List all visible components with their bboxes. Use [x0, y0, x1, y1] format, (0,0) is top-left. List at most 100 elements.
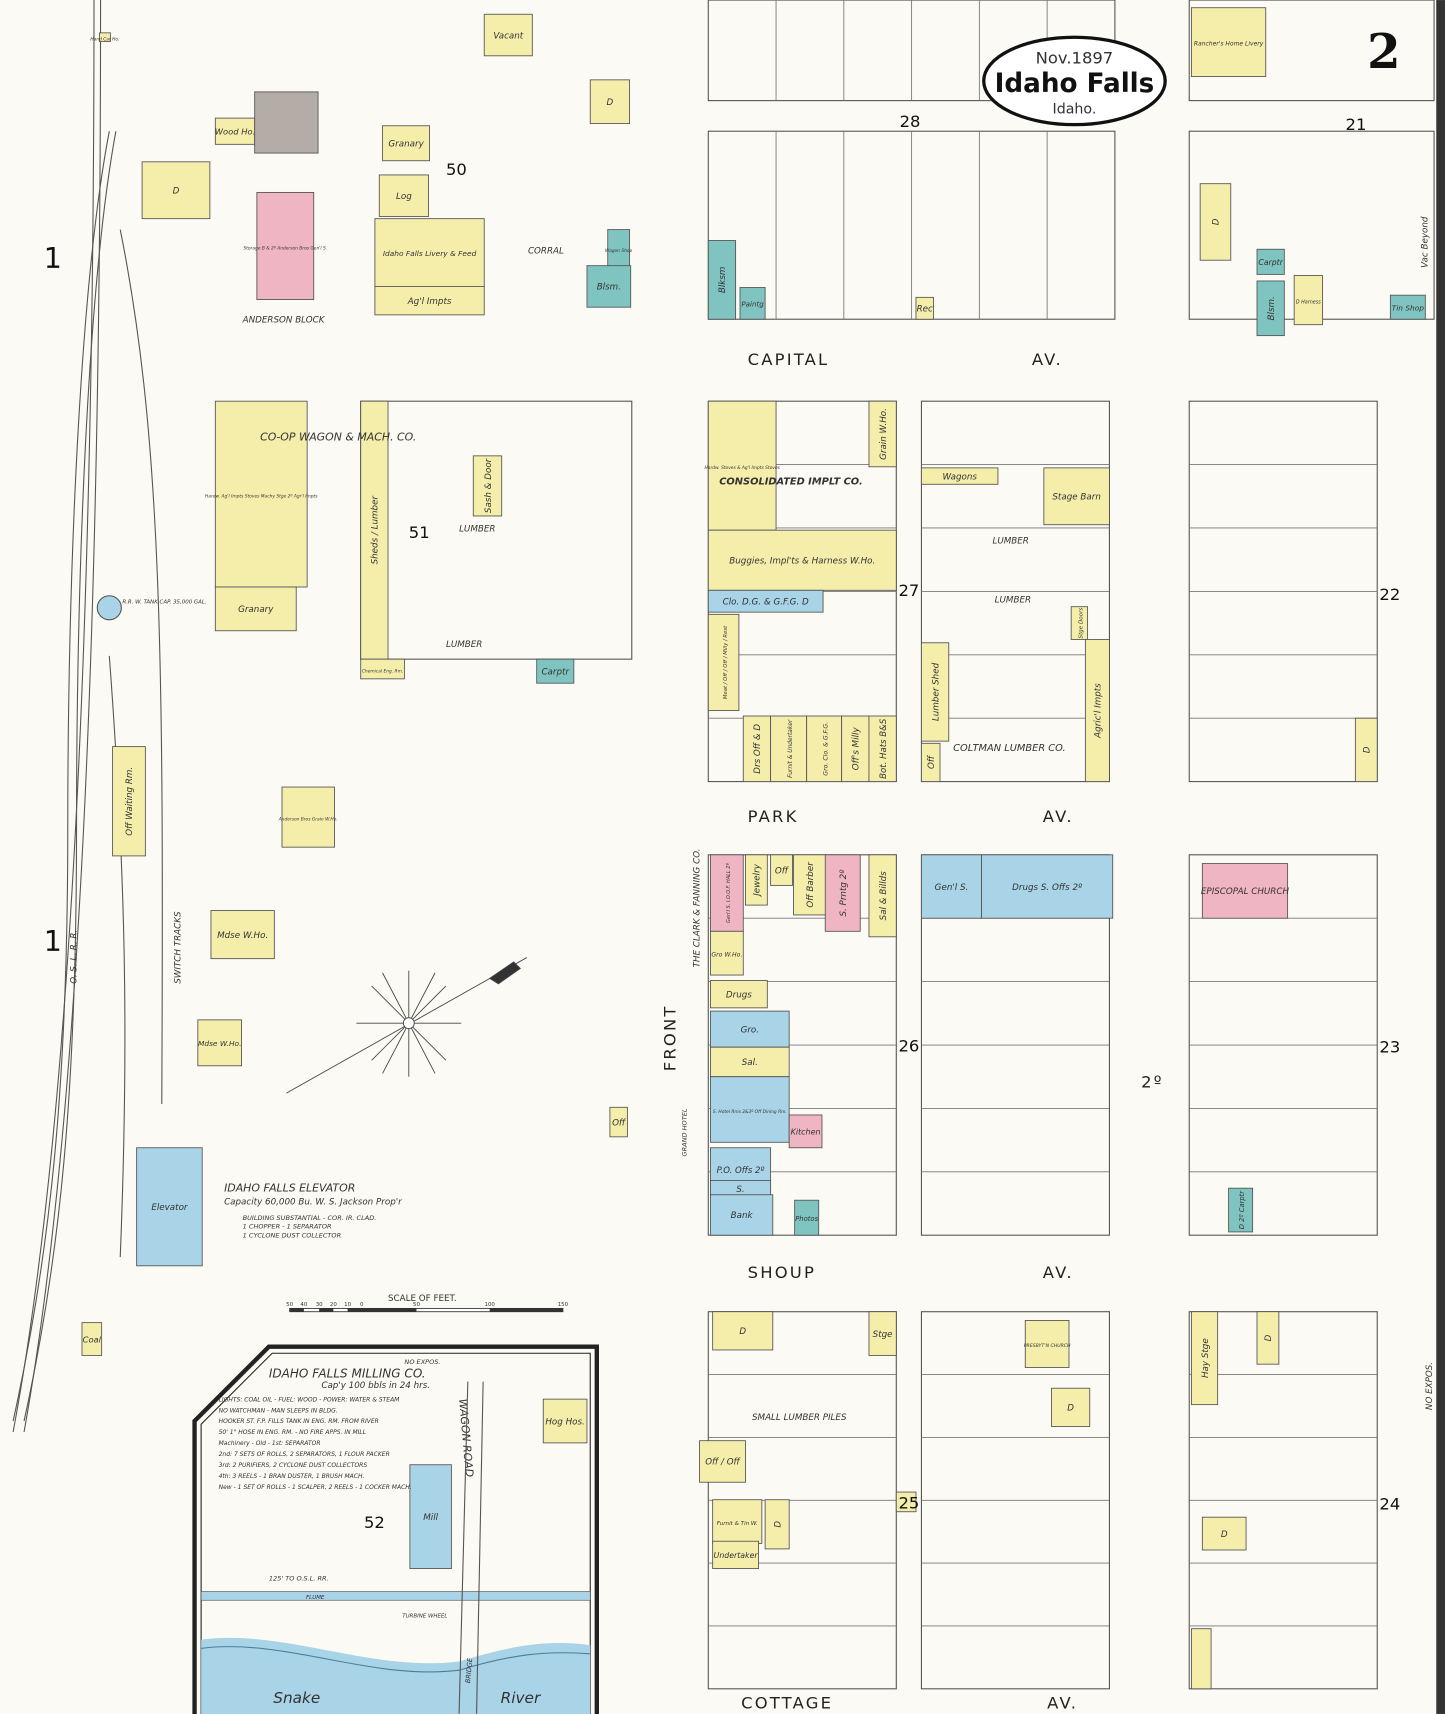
- building: D: [764, 1499, 790, 1550]
- building-label: Log: [396, 192, 412, 202]
- building-footprint: [1190, 7, 1267, 78]
- building-footprint: [707, 529, 897, 591]
- building: Blsm.: [1256, 280, 1285, 337]
- street-park-av: AV.: [1043, 807, 1074, 826]
- building-label: Agric'l Impts: [1094, 683, 1104, 739]
- coltman-lumber-label: COLTMAN LUMBER CO.: [953, 743, 1065, 754]
- scale-tick-label: 20: [330, 1302, 337, 1308]
- building-footprint: [712, 1499, 763, 1544]
- map-annotations: ANDERSON BLOCK CORRAL CO-OP WAGON & MACH…: [96, 216, 1435, 1423]
- building-label: Blksm: [718, 267, 728, 294]
- building-label: Wagons: [942, 472, 977, 482]
- street-capital: CAPITAL: [748, 350, 830, 369]
- building-footprint: [868, 854, 897, 938]
- building-label: EPISCOPAL CHURCH: [1201, 887, 1290, 897]
- building-label: Meat / Off / Off / Milly / Rest: [723, 625, 729, 699]
- building-footprint: [764, 1499, 790, 1550]
- building-label: Gro W.Ho.: [711, 951, 742, 958]
- building: Wood Ho.: [214, 117, 256, 145]
- building-footprint: [710, 980, 768, 1009]
- building-footprint: [710, 1194, 774, 1236]
- building-footprint: [197, 1019, 242, 1067]
- mill-note: NO WATCHMAN - MAN SLEEPS IN BLDG.: [219, 1407, 338, 1414]
- building-footprint: [981, 854, 1114, 919]
- anderson-block-label: ANDERSON BLOCK: [242, 316, 326, 326]
- building-label: D: [1067, 1404, 1074, 1414]
- mill-note: HOOKER ST. F.P. FILLS TANK IN ENG. RM. F…: [219, 1418, 379, 1425]
- building-footprint: [1354, 717, 1378, 783]
- building: D: [1256, 1311, 1280, 1365]
- turbine-label: TURBINE WHEEL: [402, 1614, 447, 1620]
- building-label: Mdse W.Ho.: [217, 931, 268, 941]
- building: D 2º Carptr: [1228, 1187, 1254, 1233]
- building: D: [1051, 1387, 1091, 1427]
- building-footprint: [112, 746, 146, 857]
- scale-tick-label: 0: [360, 1302, 364, 1308]
- small-lumber-label: SMALL LUMBER PILES: [752, 1413, 847, 1423]
- building-footprint: [868, 715, 897, 783]
- building: Clo. D.G. & G.F.G. D: [707, 589, 824, 613]
- building-footprint: [868, 400, 897, 468]
- building-label: Vacant: [493, 31, 523, 41]
- building-footprint: [254, 91, 319, 154]
- street-front: FRONT: [660, 1004, 679, 1071]
- building-footprint: [707, 400, 777, 531]
- building-footprint: [542, 1398, 588, 1444]
- no-expos-label: NO EXPOS.: [1425, 1362, 1435, 1410]
- building: Kitchen: [788, 1114, 823, 1149]
- building-label: Anderson Bros Grain W.Ho.: [278, 816, 338, 822]
- building: Off: [770, 854, 793, 886]
- building: Hardw. Stoves & Ag'l Impts Stoves: [705, 400, 781, 531]
- building-label: Photos: [795, 1215, 818, 1223]
- building-label: D: [1212, 218, 1222, 225]
- scale-tick-label: 10: [344, 1302, 351, 1308]
- clark-fanning-label: THE CLARK & FANNING CO.: [693, 848, 703, 967]
- building-footprint: [214, 117, 256, 145]
- elevator-note: BUILDING SUBSTANTIAL - COR. IR. CLAD.: [243, 1214, 377, 1222]
- building: Vacant: [483, 13, 533, 57]
- building: PRESBYT'N CHURCH: [1024, 1320, 1071, 1368]
- vac-beyond-label: Vac Beyond: [1421, 216, 1431, 268]
- building: Sash & Door: [472, 455, 503, 517]
- building: Off's Milly: [841, 715, 870, 783]
- building: D Harness: [1293, 275, 1324, 326]
- building-label: D 2º Carptr: [1238, 1190, 1246, 1230]
- building-label: Elevator: [151, 1203, 189, 1213]
- building-footprint: [707, 589, 824, 613]
- building-label: D: [173, 187, 180, 197]
- building-footprint: [1190, 1628, 1212, 1690]
- building: D: [712, 1311, 774, 1351]
- mill-note: LIGHTS: COAL OIL - FUEL: WOOD - POWER: W…: [219, 1396, 401, 1403]
- building: D: [1354, 717, 1378, 783]
- building-label: Drugs: [726, 990, 752, 1000]
- building: Gen'l S. I.O.O.F. HALL 2º: [710, 854, 744, 932]
- building: Wagon Shop: [605, 229, 633, 269]
- flume: [200, 1591, 591, 1601]
- building: Stge Doors: [1070, 606, 1089, 640]
- building: Mdse W.Ho.: [197, 1019, 242, 1067]
- building-label: Rancher's Home Livery: [1194, 40, 1264, 47]
- building-label: D: [607, 98, 614, 108]
- building-label: D Harness: [1296, 299, 1321, 305]
- building: Hardw. Ag'l Impts Stoves Machy Stge 2º A…: [205, 400, 318, 588]
- building-footprint: [868, 1311, 897, 1356]
- building-footprint: [483, 13, 533, 57]
- lumber-label: LUMBER: [995, 595, 1031, 605]
- water-tank-icon: [96, 595, 122, 621]
- building-label: Gro. Clo. & G.F.G.: [822, 722, 829, 776]
- building-footprint: [1084, 639, 1110, 783]
- building: Furnit & Tin W.: [712, 1499, 763, 1544]
- building-footprint: [806, 715, 843, 783]
- building: Carptr: [1256, 248, 1285, 275]
- building: Idaho Falls Livery & Feed: [374, 218, 485, 287]
- street-park: PARK: [748, 807, 799, 826]
- building-footprint: [214, 586, 297, 632]
- building-footprint: [841, 715, 870, 783]
- building-footprint: [1201, 863, 1289, 919]
- building: Off / Off: [699, 1440, 746, 1483]
- building-footprint: [472, 455, 503, 517]
- block-number: 50: [446, 160, 467, 179]
- building-footprint: [920, 854, 982, 919]
- building-label: Storage B & 2º Anderson Bros Gen'l S.: [243, 245, 327, 251]
- building: Undertaker: [712, 1540, 760, 1570]
